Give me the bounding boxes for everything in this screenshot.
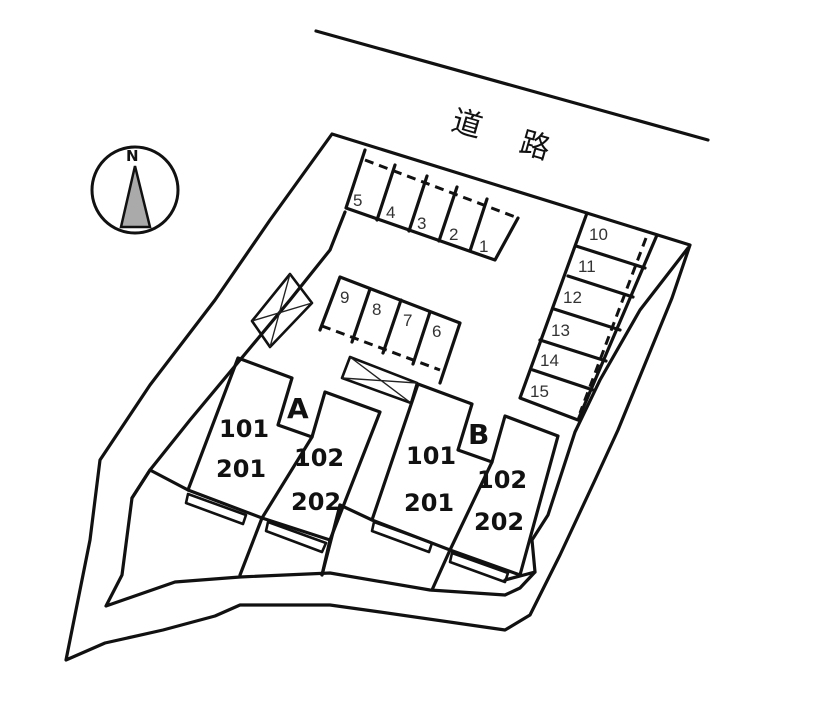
building-a-unit-102: 102	[294, 444, 344, 472]
lot-edge	[130, 468, 152, 500]
lot-boundary	[64, 132, 692, 662]
parking-spot-9: 9	[340, 288, 349, 307]
building-b-label: B	[468, 418, 489, 451]
parking-spot-5: 5	[353, 191, 362, 210]
parking-spot-7: 7	[403, 311, 412, 330]
parking-spot-1: 1	[479, 237, 488, 256]
parking-spot-12: 12	[563, 288, 582, 307]
road-label-char-1: 道	[448, 103, 486, 145]
building-b-unit-202: 202	[474, 508, 524, 536]
building-b: B 101 201 102 202	[338, 382, 560, 592]
parking-spot-4: 4	[386, 203, 395, 222]
parking-row-middle: 9 8 7 6	[318, 275, 462, 385]
building-b-unit-101: 101	[406, 442, 456, 470]
lot-divider	[320, 503, 342, 577]
parking-spot-11: 11	[578, 257, 596, 276]
parking-row-top: 5 4 3 2 1	[344, 148, 520, 262]
parking-spot-3: 3	[417, 214, 426, 233]
road-label-char-2: 路	[516, 125, 554, 167]
parking-spot-8: 8	[372, 300, 381, 319]
building-a-unit-201: 201	[216, 455, 266, 483]
parking-spot-2: 2	[449, 225, 458, 244]
building-a-unit-202: 202	[291, 488, 341, 516]
parking-spot-13: 13	[551, 321, 570, 340]
storage-box-left	[250, 272, 314, 349]
storage-box-center	[340, 355, 419, 405]
compass-north-label: N	[126, 147, 139, 165]
road-edge-line	[314, 29, 710, 142]
building-a-unit-101: 101	[219, 415, 269, 443]
parking-spot-15: 15	[530, 382, 549, 401]
building-b-unit-201: 201	[404, 489, 454, 517]
parking-spot-10: 10	[589, 225, 608, 244]
building-a-label: A	[287, 392, 309, 425]
parking-spot-6: 6	[432, 322, 441, 341]
building-a: A 101 201 102 202	[148, 356, 382, 577]
north-compass-icon: N	[90, 145, 180, 235]
building-b-unit-102: 102	[477, 466, 527, 494]
parking-spot-14: 14	[540, 351, 559, 370]
parking-row-right: 10 11 12 13 14 15	[518, 211, 659, 422]
walkway-boundary	[104, 210, 690, 608]
